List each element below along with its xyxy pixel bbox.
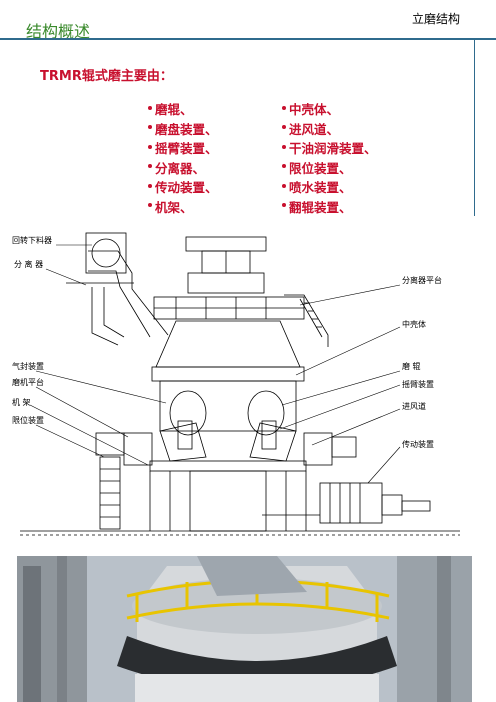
list-item: 磨辊、 (148, 100, 288, 120)
bullet-icon (148, 164, 152, 169)
list-item: 干油润滑装置、 (282, 139, 462, 159)
list-item: 传动装置、 (148, 178, 288, 198)
list-item: 机架、 (148, 198, 288, 218)
component-list-left: 磨辊、 磨盘装置、 摇臂装置、 分离器、 传动装置、 机架、 (148, 100, 288, 218)
list-item: 中壳体、 (282, 100, 462, 120)
label-frame: 机 架 (12, 397, 31, 407)
list-item: 限位装置、 (282, 159, 462, 179)
list-item: 喷水装置、 (282, 178, 462, 198)
label-limit-device: 限位装置 (12, 415, 44, 425)
mill-drawing: 回转下料器 分 离 器 气封装置 磨机平台 机 架 限位装置 分离器平台 中壳体… (12, 232, 460, 536)
bullet-icon (148, 144, 152, 149)
label-grinding-roller: 磨 辊 (402, 361, 421, 371)
bullet-icon (282, 144, 286, 149)
list-item: 磨盘装置、 (148, 120, 288, 140)
section-tag: 立磨结构 (412, 12, 461, 26)
bullet-icon (148, 125, 152, 130)
list-item: 进风道、 (282, 120, 462, 140)
page-title: 结构概述 (26, 22, 91, 41)
bullet-icon (282, 183, 286, 188)
bullet-icon (148, 183, 152, 188)
intro-text: TRMR辊式磨主要由： (40, 69, 173, 84)
bullet-icon (282, 164, 286, 169)
bullet-icon (148, 203, 152, 208)
side-divider (474, 40, 475, 216)
header-divider (0, 38, 496, 40)
label-separator-platform: 分离器平台 (402, 275, 442, 285)
bullet-icon (148, 105, 152, 110)
bullet-icon (282, 203, 286, 208)
label-air-seal: 气封装置 (12, 361, 44, 371)
mill-diagram: 回转下料器 分 离 器 气封装置 磨机平台 机 架 限位装置 分离器平台 中壳体… (0, 225, 496, 553)
list-item: 分离器、 (148, 159, 288, 179)
mill-photo (17, 556, 472, 702)
list-item: 翻辊装置、 (282, 198, 462, 218)
bullet-icon (282, 125, 286, 130)
label-rotary-feeder: 回转下料器 (12, 235, 52, 245)
label-mill-platform: 磨机平台 (12, 377, 44, 387)
label-air-duct: 进风道 (402, 401, 426, 411)
label-separator: 分 离 器 (14, 259, 43, 269)
component-list-right: 中壳体、 进风道、 干油润滑装置、 限位装置、 喷水装置、 翻辊装置、 (282, 100, 462, 218)
bullet-icon (282, 105, 286, 110)
list-item: 摇臂装置、 (148, 139, 288, 159)
label-middle-shell: 中壳体 (402, 319, 426, 329)
label-drive-device: 传动装置 (402, 439, 434, 449)
label-rocker-arm: 摇臂装置 (402, 379, 434, 389)
